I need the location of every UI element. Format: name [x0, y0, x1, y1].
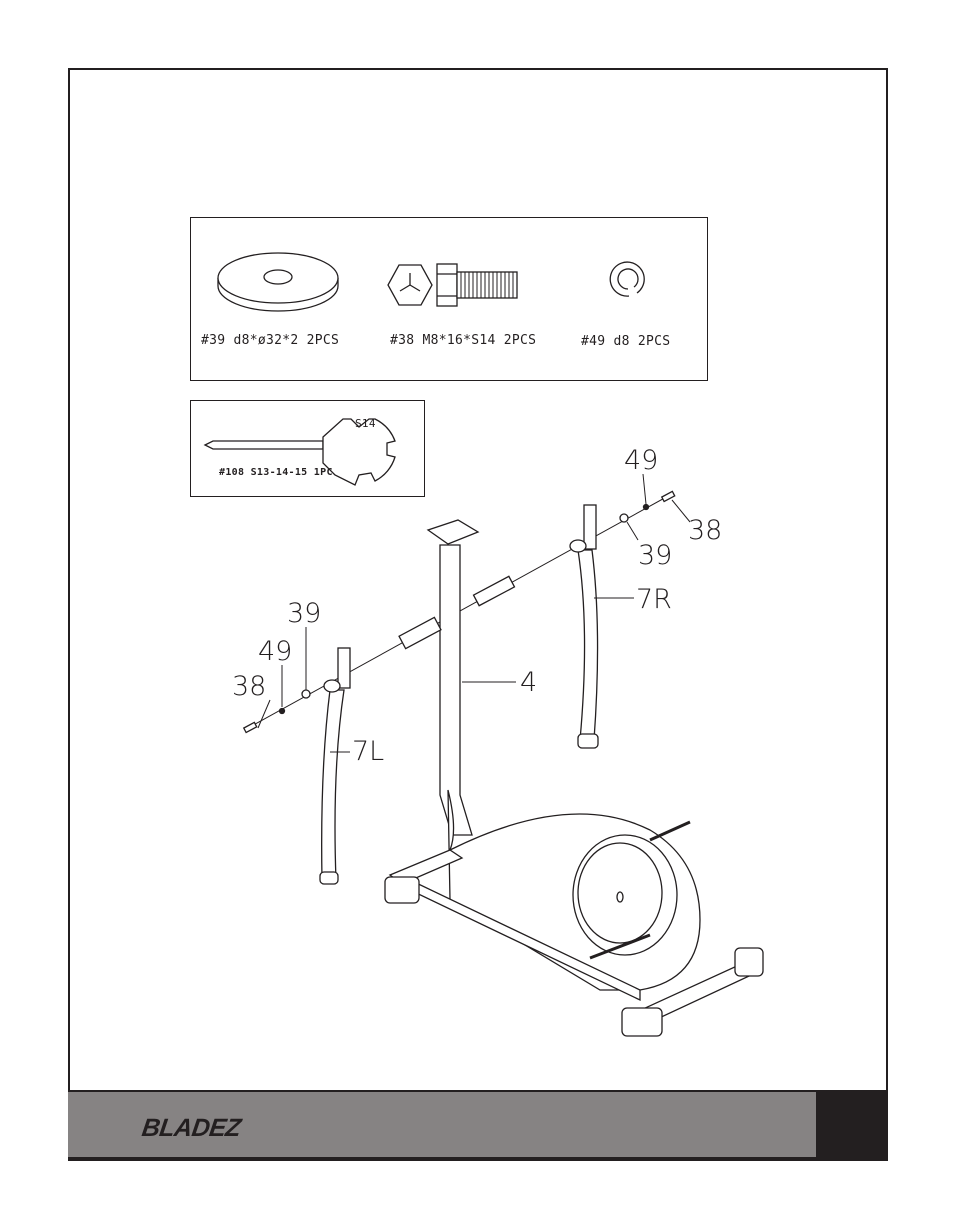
page-frame — [68, 68, 888, 1161]
hardware-illustrations — [217, 252, 645, 312]
callout-7l: 7L — [352, 736, 385, 767]
callout-39-right: 39 — [638, 540, 673, 571]
callout-39-left: 39 — [287, 598, 322, 629]
callout-38-left: 38 — [232, 671, 267, 702]
wrench-marking: S14 — [355, 417, 376, 430]
callout-49-left: 49 — [258, 636, 293, 667]
hardware-label-49: #49 d8 2PCS — [581, 334, 671, 349]
tool-box: S14 #108 S13-14-15 1PC — [190, 400, 425, 497]
hardware-label-39: #39 d8*ø32*2 2PCS — [201, 333, 340, 348]
wrench-icon — [203, 418, 396, 486]
callout-7r: 7R — [636, 584, 672, 615]
hardware-label-38: #38 M8*16*S14 2PCS — [390, 333, 537, 348]
page-number-block — [816, 1092, 886, 1157]
tool-label: #108 S13-14-15 1PC — [219, 467, 333, 478]
hex-bolt-icon — [387, 263, 518, 307]
washer-icon — [217, 252, 339, 312]
hardware-box: #39 d8*ø32*2 2PCS #38 M8*16*S14 2PCS #49… — [190, 217, 708, 381]
callout-49-right: 49 — [624, 445, 659, 476]
bladez-logo: BLADEZ — [140, 1114, 243, 1142]
footer-band: BLADEZ — [68, 1090, 886, 1159]
callout-38-right: 38 — [688, 515, 723, 546]
spring-washer-icon — [609, 261, 645, 297]
callout-4: 4 — [520, 667, 538, 698]
